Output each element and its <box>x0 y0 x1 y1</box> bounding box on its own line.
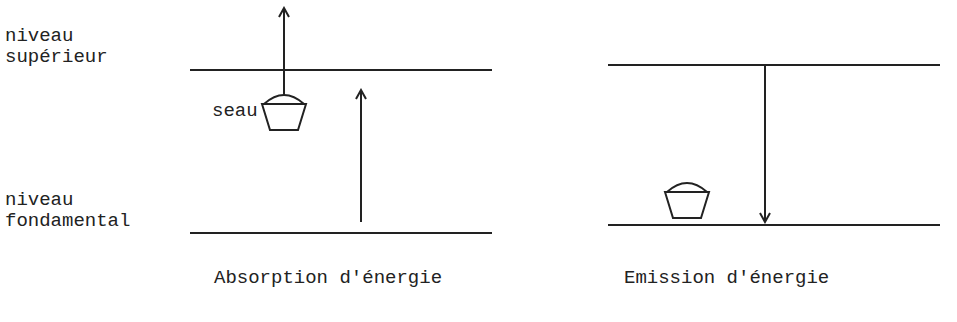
panel-caption: Emission d'énergie <box>624 268 829 289</box>
emission-arrow <box>764 65 766 222</box>
absorption-arrow <box>360 90 362 222</box>
panel-caption: Absorption d'énergie <box>214 268 442 289</box>
level-label: niveau fondamental <box>5 190 145 232</box>
ground-level-line <box>608 224 940 226</box>
upper-level-line <box>608 64 940 66</box>
bucket-symbol <box>262 95 306 130</box>
level-label: niveau supérieur <box>5 26 125 68</box>
lift-arrow <box>283 8 285 95</box>
bucket-label: seau <box>212 101 258 122</box>
bucket-symbol <box>665 183 709 218</box>
upper-level-line <box>190 69 492 71</box>
ground-level-line <box>190 232 492 234</box>
